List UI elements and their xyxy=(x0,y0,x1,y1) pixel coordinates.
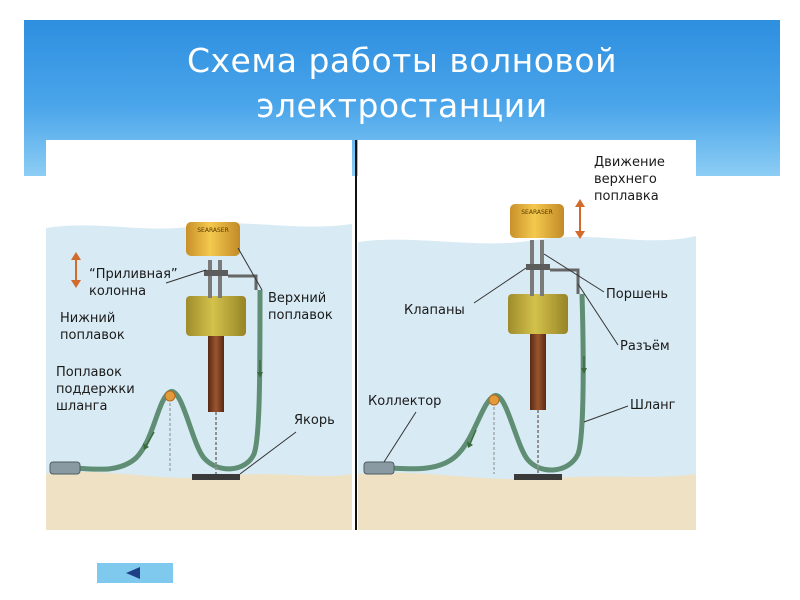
left-tidal-column xyxy=(208,330,224,412)
label-hose-float-line2: поддержки xyxy=(56,382,135,397)
slide-title-line1: Схема работы волновой xyxy=(186,41,618,80)
right-sea xyxy=(358,236,696,530)
label-hose-float-line3: шланга xyxy=(56,399,107,414)
leader-hose xyxy=(583,405,629,423)
leader-piston xyxy=(543,253,605,293)
slide-title: Схема работы волновой электростанции xyxy=(24,38,780,128)
right-panel: SEARASER Движение верхнего поплавка Клап… xyxy=(358,140,696,530)
left-connector-pipe xyxy=(228,274,258,290)
wave-plant-diagram: SEARASER “Приливная” колонна Нижний попл… xyxy=(46,140,696,530)
back-button[interactable] xyxy=(97,563,173,583)
left-triangle-icon xyxy=(126,567,140,579)
right-upper-float xyxy=(510,204,564,238)
left-buoy-brand: SEARASER xyxy=(197,227,229,234)
left-valves xyxy=(204,270,228,276)
left-hose-support-float xyxy=(164,390,176,402)
right-collector xyxy=(363,461,395,475)
label-piston: Поршень xyxy=(606,287,668,302)
leader-valves xyxy=(473,267,527,304)
label-collector: Коллектор xyxy=(368,394,441,409)
right-buoy-brand: SEARASER xyxy=(521,209,553,216)
leader-collector xyxy=(383,411,417,463)
leader-anchor xyxy=(239,431,297,475)
leader-upper-float xyxy=(237,247,263,291)
label-connector: Разъём xyxy=(620,339,670,354)
label-motion-line1: Движение xyxy=(594,155,665,170)
left-flow-arrow-down-icon xyxy=(257,360,263,378)
left-sea xyxy=(46,223,352,530)
right-hose xyxy=(365,293,586,473)
left-lower-float xyxy=(186,296,246,336)
left-panel: SEARASER “Приливная” колонна Нижний попл… xyxy=(46,140,352,530)
label-valves: Клапаны xyxy=(404,303,465,318)
left-seabed xyxy=(46,471,352,530)
label-tidal-column-line2: колонна xyxy=(89,284,146,299)
left-collector xyxy=(49,461,81,475)
label-upper-float-line2: поплавок xyxy=(268,308,333,323)
right-anchor xyxy=(514,474,562,480)
label-lower-float-line2: поплавок xyxy=(60,328,125,343)
label-lower-float-line1: Нижний xyxy=(60,311,115,326)
right-hose-support-float xyxy=(488,394,500,406)
left-flow-arrow-diag-icon xyxy=(143,431,155,450)
left-upper-float xyxy=(186,222,240,256)
right-flow-arrow-diag-icon xyxy=(467,429,477,448)
label-tidal-column-line1: “Приливная” xyxy=(89,267,178,282)
right-seabed xyxy=(358,472,696,530)
left-anchor xyxy=(192,474,240,480)
right-tidal-column xyxy=(530,328,546,410)
leader-connector xyxy=(577,283,619,346)
label-hose-float-line1: Поплавок xyxy=(56,365,122,380)
left-hose xyxy=(51,289,263,472)
right-connector-pipe xyxy=(550,268,580,294)
slide-title-line2: электростанции xyxy=(256,86,548,125)
left-tide-arrow-icon xyxy=(71,252,81,288)
left-piston-rod-2 xyxy=(218,260,222,298)
label-upper-float-line1: Верхний xyxy=(268,291,326,306)
right-flow-arrow-down-icon xyxy=(581,356,587,374)
label-motion-line3: поплавка xyxy=(594,189,659,204)
right-motion-arrow-icon xyxy=(575,199,585,239)
right-lower-float xyxy=(508,294,568,334)
label-motion-line2: верхнего xyxy=(594,172,657,187)
right-valves xyxy=(526,264,550,270)
label-anchor: Якорь xyxy=(294,413,335,428)
left-piston-rod xyxy=(208,260,212,298)
leader-tidal-column xyxy=(165,269,207,284)
label-hose: Шланг xyxy=(630,398,676,413)
